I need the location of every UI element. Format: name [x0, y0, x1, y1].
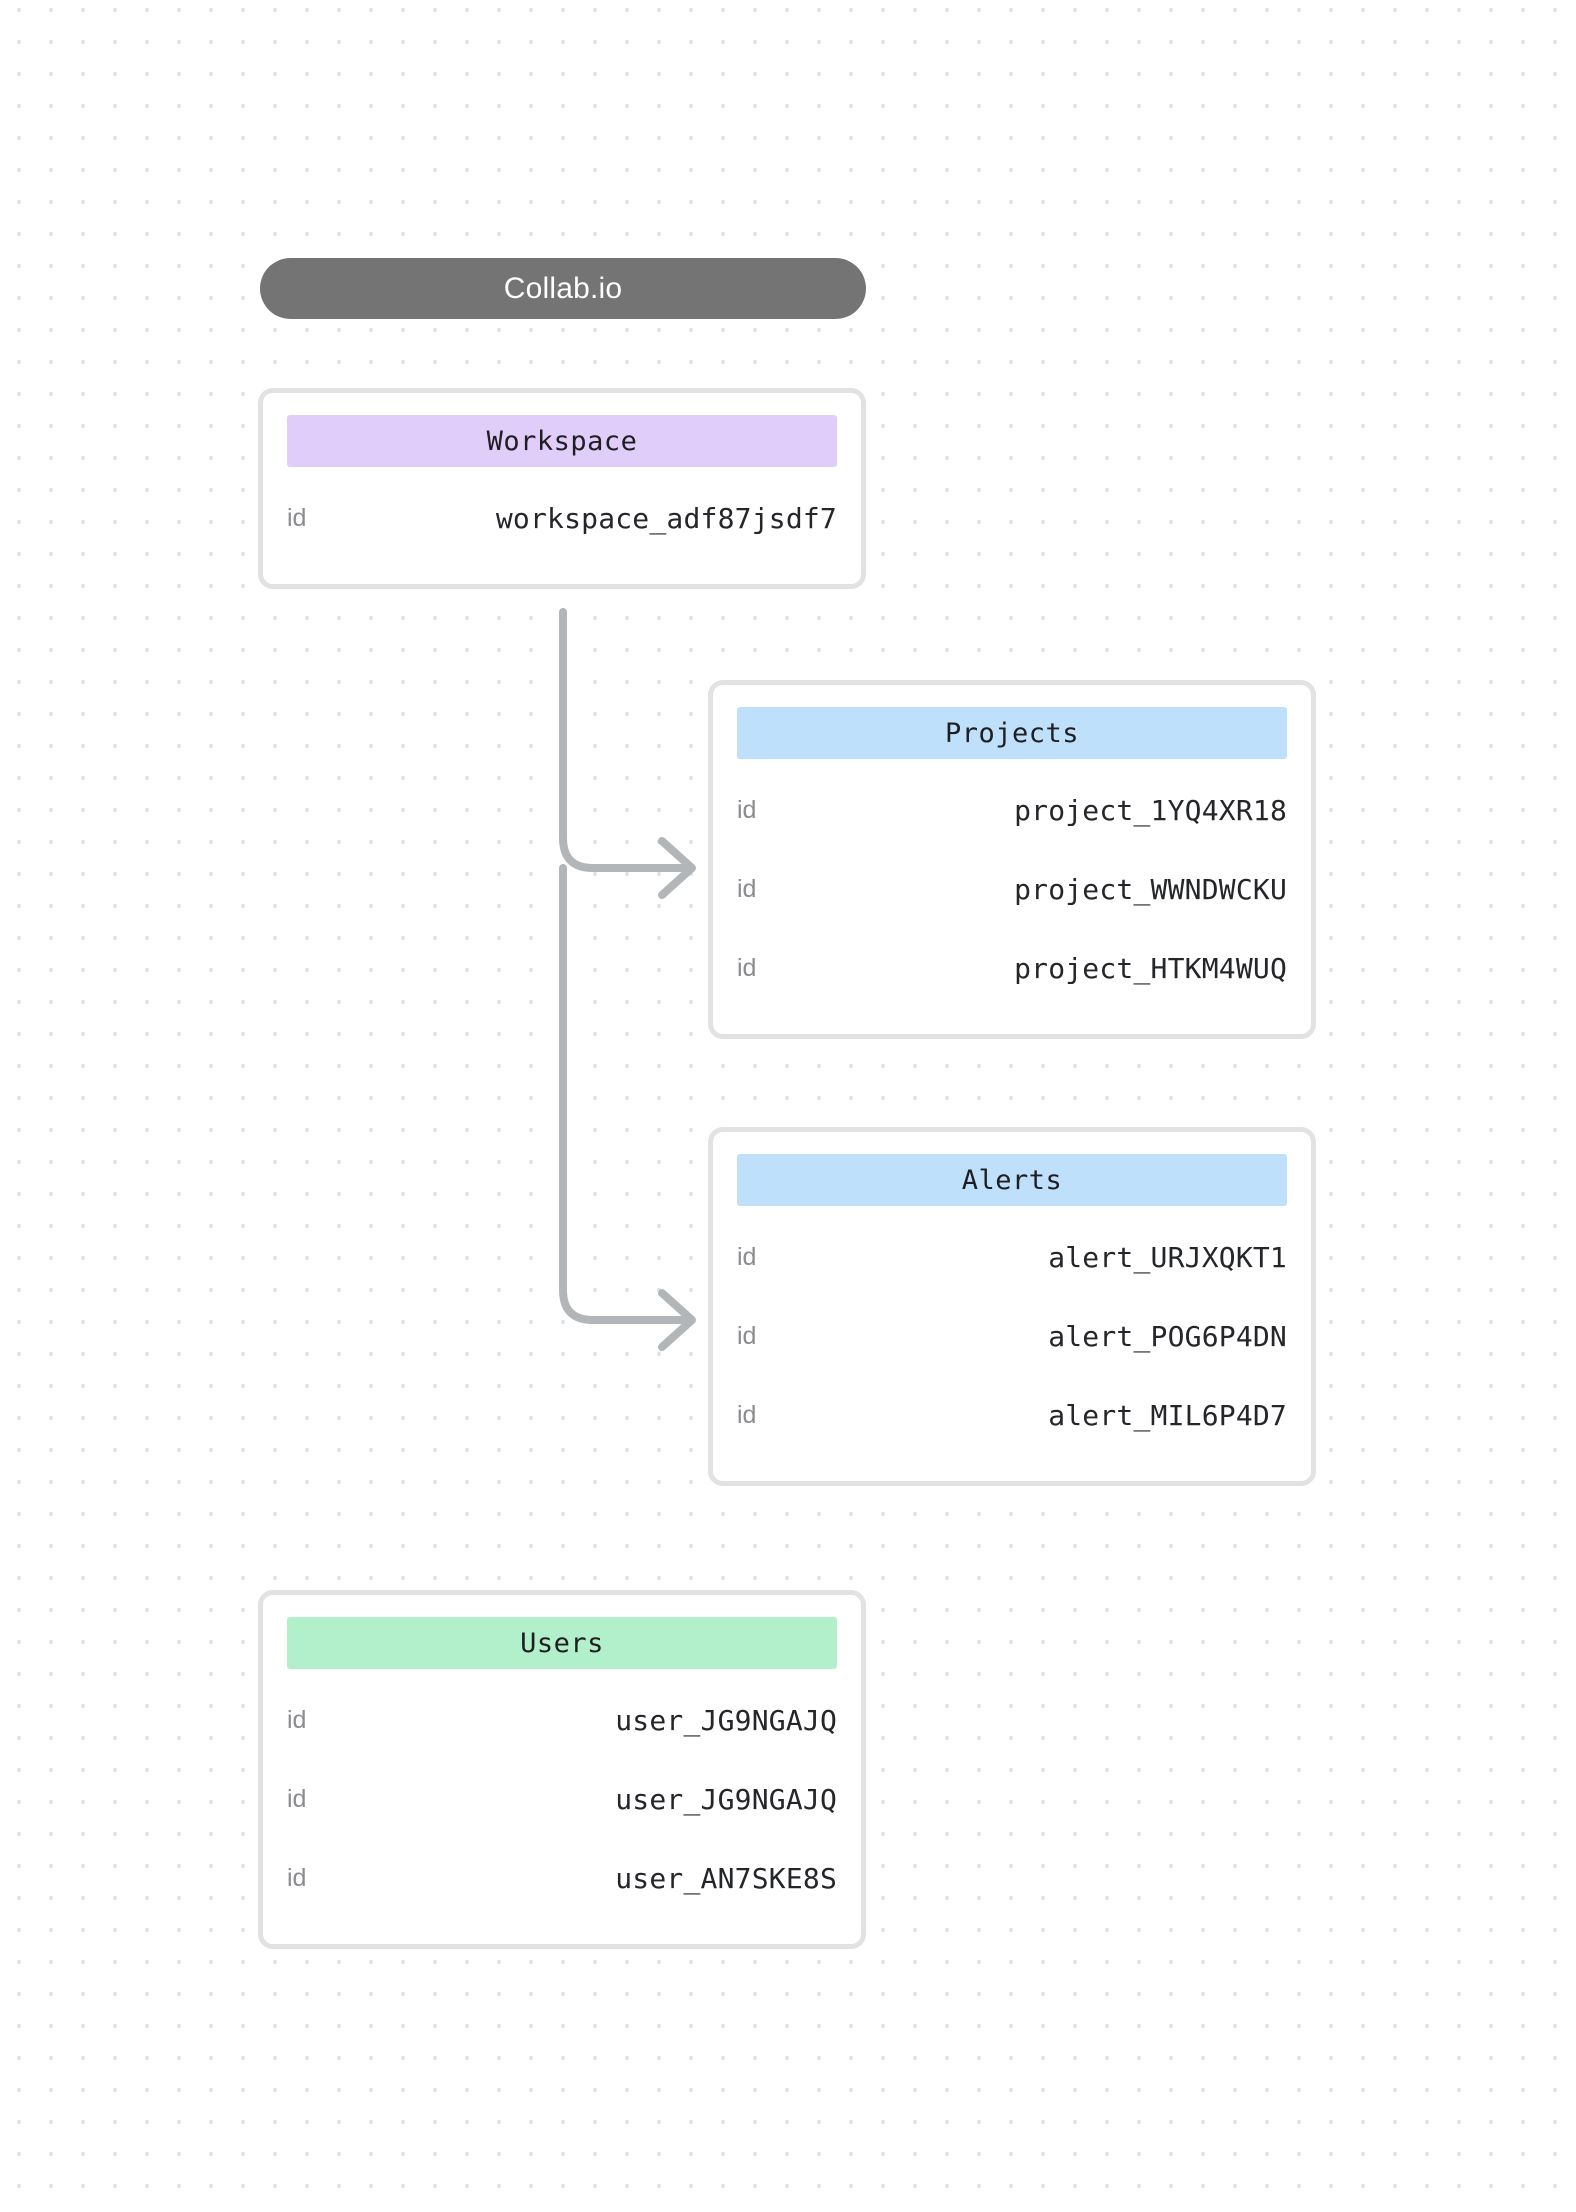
- arrowhead-projects: [658, 837, 696, 899]
- table-row[interactable]: id project_HTKM4WUQ: [737, 929, 1287, 1008]
- app-title-pill: Collab.io: [260, 258, 866, 319]
- table-row[interactable]: id user_JG9NGAJQ: [287, 1681, 837, 1760]
- row-key: id: [287, 1706, 307, 1734]
- row-value: alert_URJXQKT1: [1048, 1241, 1287, 1274]
- entity-rows-workspace: id workspace_adf87jsdf7: [287, 479, 837, 558]
- table-row[interactable]: id project_WWNDWCKU: [737, 850, 1287, 929]
- row-value: alert_POG6P4DN: [1048, 1320, 1287, 1353]
- table-row[interactable]: id project_1YQ4XR18: [737, 771, 1287, 850]
- row-key: id: [737, 1243, 757, 1271]
- entity-card-workspace[interactable]: Workspace id workspace_adf87jsdf7: [258, 388, 866, 589]
- entity-title-users: Users: [520, 1627, 604, 1659]
- entity-title-projects: Projects: [944, 717, 1080, 749]
- row-key: id: [287, 1785, 307, 1813]
- table-row[interactable]: id user_JG9NGAJQ: [287, 1760, 837, 1839]
- entity-card-alerts[interactable]: Alerts id alert_URJXQKT1 id alert_POG6P4…: [708, 1127, 1316, 1486]
- table-row[interactable]: id alert_URJXQKT1: [737, 1218, 1287, 1297]
- row-key: id: [737, 1322, 757, 1350]
- row-value: project_1YQ4XR18: [1014, 794, 1287, 827]
- row-value: workspace_adf87jsdf7: [495, 502, 837, 535]
- entity-rows-projects: id project_1YQ4XR18 id project_WWNDWCKU …: [737, 771, 1287, 1008]
- row-value: project_HTKM4WUQ: [1014, 952, 1287, 985]
- entity-header-users: Users: [287, 1617, 837, 1669]
- row-value: alert_MIL6P4D7: [1048, 1399, 1287, 1432]
- entity-rows-users: id user_JG9NGAJQ id user_JG9NGAJQ id use…: [287, 1681, 837, 1918]
- table-row[interactable]: id user_AN7SKE8S: [287, 1839, 837, 1918]
- row-value: user_JG9NGAJQ: [615, 1783, 837, 1816]
- entity-title-workspace: Workspace: [486, 425, 638, 457]
- entity-card-users[interactable]: Users id user_JG9NGAJQ id user_JG9NGAJQ …: [258, 1590, 866, 1949]
- table-row[interactable]: id alert_MIL6P4D7: [737, 1376, 1287, 1455]
- entity-rows-alerts: id alert_URJXQKT1 id alert_POG6P4DN id a…: [737, 1218, 1287, 1455]
- table-row[interactable]: id workspace_adf87jsdf7: [287, 479, 837, 558]
- entity-card-projects[interactable]: Projects id project_1YQ4XR18 id project_…: [708, 680, 1316, 1039]
- arrowhead-alerts: [658, 1289, 696, 1351]
- row-key: id: [737, 875, 757, 903]
- connector-workspace-to-alerts: [559, 864, 694, 1324]
- connector-workspace-to-projects: [559, 608, 694, 872]
- row-key: id: [287, 1864, 307, 1892]
- entity-header-projects: Projects: [737, 707, 1287, 759]
- entity-header-alerts: Alerts: [737, 1154, 1287, 1206]
- app-title-label: Collab.io: [503, 271, 623, 305]
- row-key: id: [287, 504, 307, 532]
- row-key: id: [737, 1401, 757, 1429]
- table-row[interactable]: id alert_POG6P4DN: [737, 1297, 1287, 1376]
- row-value: user_JG9NGAJQ: [615, 1704, 837, 1737]
- row-key: id: [737, 796, 757, 824]
- entity-header-workspace: Workspace: [287, 415, 837, 467]
- row-value: project_WWNDWCKU: [1014, 873, 1287, 906]
- entity-title-alerts: Alerts: [961, 1164, 1063, 1196]
- row-key: id: [737, 954, 757, 982]
- row-value: user_AN7SKE8S: [615, 1862, 837, 1895]
